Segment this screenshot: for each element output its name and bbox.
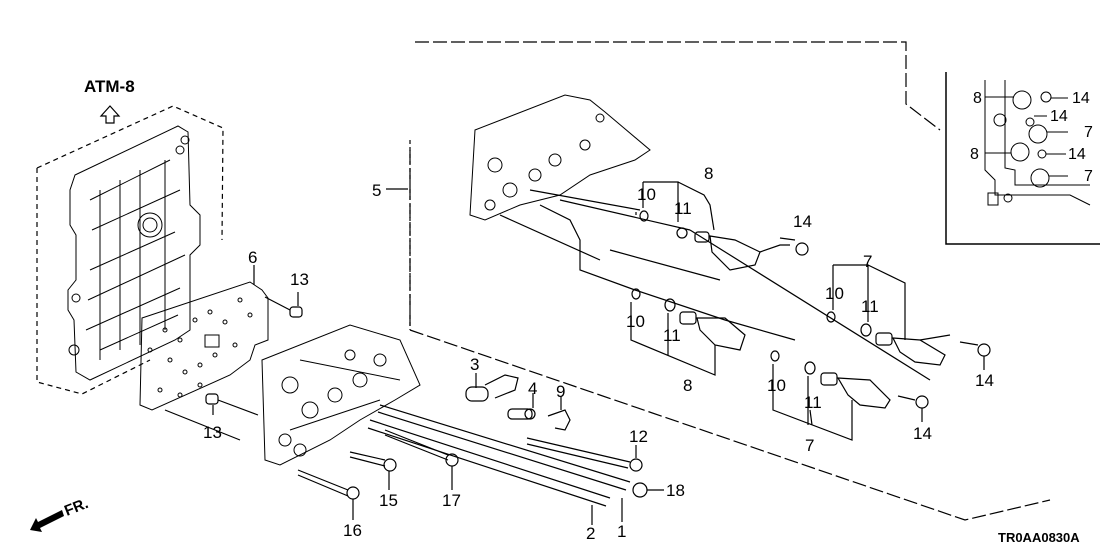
solenoid-8-lower bbox=[631, 288, 746, 351]
bolt-12 bbox=[526, 437, 643, 472]
reference-label: ATM-8 bbox=[84, 77, 135, 96]
callout-11-a: 11 bbox=[674, 199, 692, 218]
bolt-16 bbox=[297, 469, 360, 500]
long-bolts bbox=[367, 404, 664, 525]
callout-3: 3 bbox=[470, 355, 480, 374]
callout-7-upper: 7 bbox=[863, 252, 873, 271]
callout-14-lower: 14 bbox=[913, 424, 932, 443]
part-3 bbox=[465, 374, 519, 402]
callout-11-c: 11 bbox=[861, 297, 879, 316]
solenoid-7-upper bbox=[826, 311, 951, 366]
bolt-14-upper bbox=[779, 237, 809, 256]
inset-callout-14-b: 14 bbox=[1050, 108, 1068, 125]
callout-13-lower: 13 bbox=[203, 423, 222, 442]
upper-valve-body-dashed-box bbox=[36, 105, 224, 395]
callout-5: 5 bbox=[372, 181, 382, 200]
inset-callout-7-upper: 7 bbox=[1084, 124, 1093, 141]
upper-valve-body bbox=[67, 125, 201, 381]
callout-8-lower: 8 bbox=[683, 376, 693, 395]
part-9 bbox=[547, 409, 571, 431]
callout-14-upper: 14 bbox=[793, 212, 812, 231]
callout-1: 1 bbox=[617, 522, 627, 541]
callout-10-c: 10 bbox=[825, 284, 844, 303]
separator-plate bbox=[139, 281, 269, 411]
callout-16: 16 bbox=[343, 521, 362, 540]
bolt-14-lower bbox=[897, 395, 929, 409]
part-4 bbox=[507, 408, 536, 420]
callout-11-b: 11 bbox=[663, 326, 681, 345]
inset-detail bbox=[984, 80, 1091, 206]
callout-8-upper: 8 bbox=[704, 164, 714, 183]
dowel-pin-lower bbox=[205, 393, 219, 405]
callout-12: 12 bbox=[629, 427, 648, 446]
bolt-14-right bbox=[959, 341, 991, 357]
drawing-code: TR0AA0830A bbox=[998, 530, 1080, 545]
solenoid-8-upper bbox=[635, 210, 790, 271]
lower-valve-body bbox=[261, 324, 421, 466]
up-arrow-icon bbox=[99, 105, 121, 124]
inset-callout-8-upper: 8 bbox=[973, 90, 982, 107]
inset-callout-14-c: 14 bbox=[1068, 146, 1086, 163]
secondary-valve-body bbox=[469, 94, 651, 221]
callout-15: 15 bbox=[379, 491, 398, 510]
solenoid-7-lower bbox=[770, 350, 891, 409]
callout-17: 17 bbox=[442, 491, 461, 510]
callout-11-d: 11 bbox=[804, 393, 822, 412]
inset-callout-7-lower: 7 bbox=[1084, 168, 1093, 185]
bolt-15 bbox=[349, 451, 397, 472]
callout-9: 9 bbox=[556, 382, 566, 401]
solenoid-assembly-dashed-box bbox=[409, 41, 1051, 521]
inset-callout-14-a: 14 bbox=[1072, 90, 1090, 107]
callout-10-d: 10 bbox=[767, 376, 786, 395]
inset-frame bbox=[945, 72, 1100, 245]
callout-2: 2 bbox=[586, 524, 596, 543]
callout-4: 4 bbox=[528, 379, 538, 398]
front-arrow-icon bbox=[30, 510, 64, 532]
bolt-17 bbox=[384, 429, 459, 467]
callout-10-b: 10 bbox=[626, 312, 645, 331]
inset-callout-8-lower: 8 bbox=[970, 146, 979, 163]
dowel-pin-upper bbox=[289, 306, 303, 318]
callout-13-upper: 13 bbox=[290, 270, 309, 289]
callout-7-lower: 7 bbox=[805, 436, 815, 455]
callout-14-right: 14 bbox=[975, 371, 994, 390]
callout-6: 6 bbox=[248, 248, 258, 267]
callout-18: 18 bbox=[666, 481, 685, 500]
callout-10-a: 10 bbox=[637, 185, 656, 204]
